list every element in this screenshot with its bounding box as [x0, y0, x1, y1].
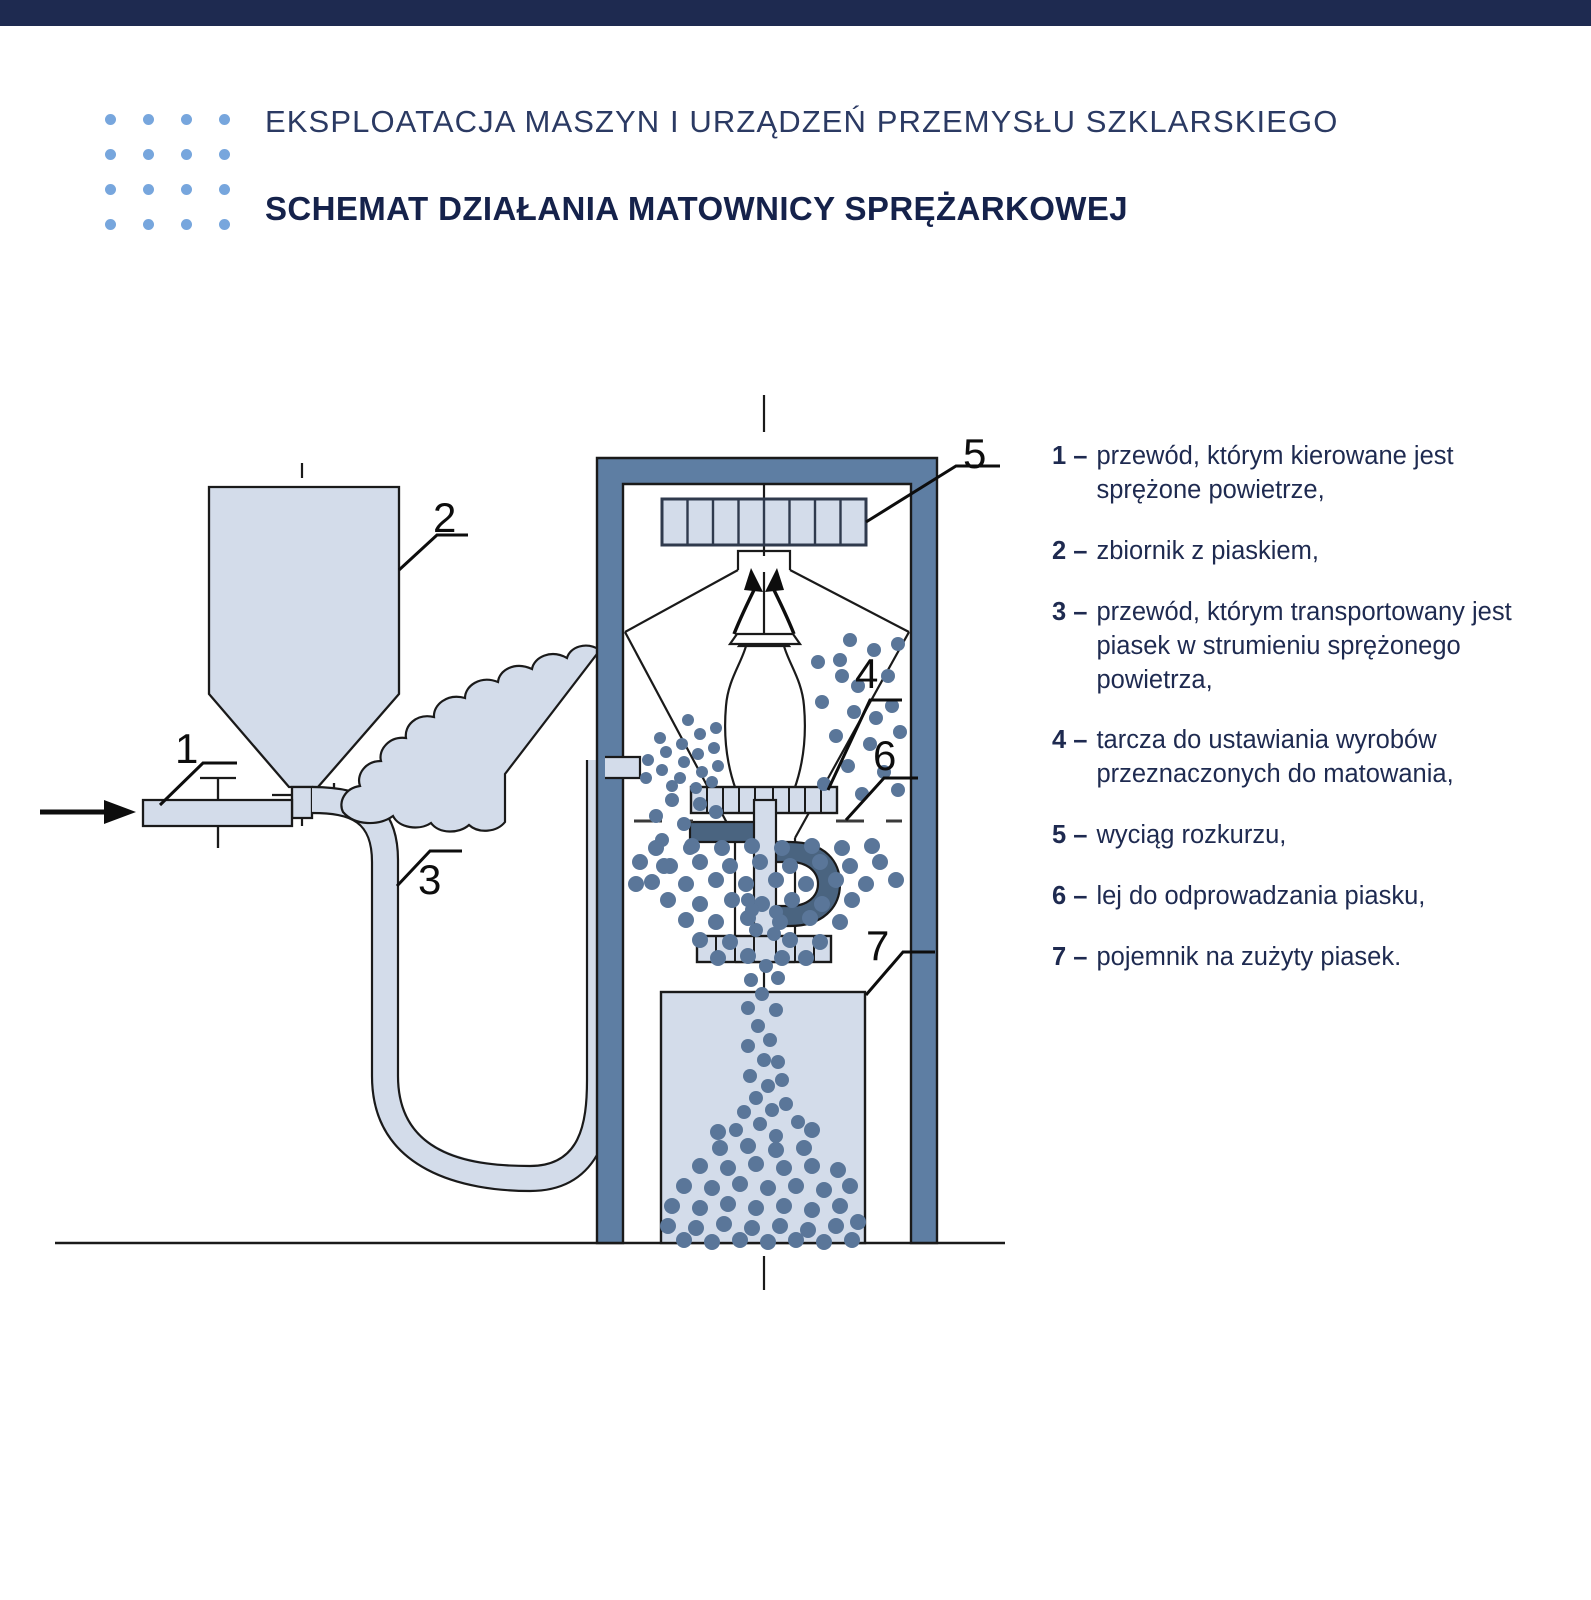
hopper-neck [290, 785, 314, 820]
callout-6: 6 [873, 732, 896, 779]
decorative-dot-grid [105, 114, 257, 254]
callout-2: 2 [433, 494, 456, 541]
sand-particles [628, 633, 907, 1250]
legend-num-6: 6 – [1052, 882, 1088, 911]
sand-hopper-body [207, 485, 401, 789]
callout-7: 7 [866, 922, 889, 969]
extraction-hood-funnel [624, 549, 910, 633]
legend-item-6: 6 – lej do odprowadzania piasku, [1052, 880, 1547, 914]
legend-text-7: pojemnik na zużyty piasek. [1096, 943, 1402, 972]
callout-5: 5 [963, 430, 986, 477]
legend-item-2: 2 – zbiornik z piaskiem, [1052, 535, 1547, 569]
callout-1: 1 [175, 725, 198, 772]
legend-num-4: 4 – [1052, 726, 1088, 755]
airflow-arrow-head-left [744, 568, 763, 592]
legend-text-6: lej do odprowadzania piasku, [1096, 882, 1426, 911]
header-subtitle: EKSPLOATACJA MASZYN I URZĄDZEŃ PRZEMYSŁU… [265, 104, 1339, 139]
blast-nozzle [605, 755, 642, 780]
legend-text-2: zbiornik z piaskiem, [1096, 536, 1319, 565]
legend-text-1: przewód, którym kierowane jest sprężone … [1096, 442, 1454, 504]
legend-item-7: 7 – pojemnik na zużyty piasek. [1052, 941, 1547, 975]
legend-num-2: 2 – [1052, 536, 1088, 565]
used-sand-container [659, 990, 867, 1245]
callout-4: 4 [855, 650, 878, 697]
legend-item-4: 4 – tarcza do ustawiania wyrobów przezna… [1052, 724, 1547, 792]
legend-num-1: 1 – [1052, 442, 1088, 470]
callout-3: 3 [418, 856, 441, 903]
airflow-arrow-head-right [765, 568, 784, 592]
legend-text-4: tarcza do ustawiania wyrobów przeznaczon… [1096, 726, 1454, 789]
blasting-cabinet-frame [595, 456, 939, 1245]
legend-item-1: 1 – przewód, którym kierowane jest spręż… [1052, 440, 1547, 508]
legend-num-3: 3 – [1052, 597, 1088, 626]
air-inlet-pipe [141, 798, 294, 828]
glass-vase-workpiece [724, 632, 806, 792]
air-inflow-arrow [40, 800, 136, 824]
callout-leaders [158, 464, 1000, 996]
legend-num-7: 7 – [1052, 943, 1088, 972]
legend-list: 1 – przewód, którym kierowane jest spręż… [1052, 440, 1547, 1002]
legend-item-3: 3 – przewód, którym transportowany jest … [1052, 596, 1547, 698]
page-title: SCHEMAT DZIAŁANIA MATOWNICY SPRĘŻARKOWEJ [265, 190, 1128, 227]
legend-item-5: 5 – wyciąg rozkurzu, [1052, 819, 1547, 853]
legend-text-5: wyciąg rozkurzu, [1096, 821, 1287, 850]
glove-port-sleeve [340, 644, 602, 833]
top-accent-bar [0, 0, 1591, 26]
turntable-support-bracket [688, 820, 842, 928]
legend-text-3: przewód, którym transportowany jest pias… [1096, 597, 1512, 694]
legend-num-5: 5 – [1052, 821, 1088, 850]
callout-numbers: 1 2 3 4 5 6 7 [175, 430, 986, 969]
dust-extraction-filter [660, 497, 868, 547]
